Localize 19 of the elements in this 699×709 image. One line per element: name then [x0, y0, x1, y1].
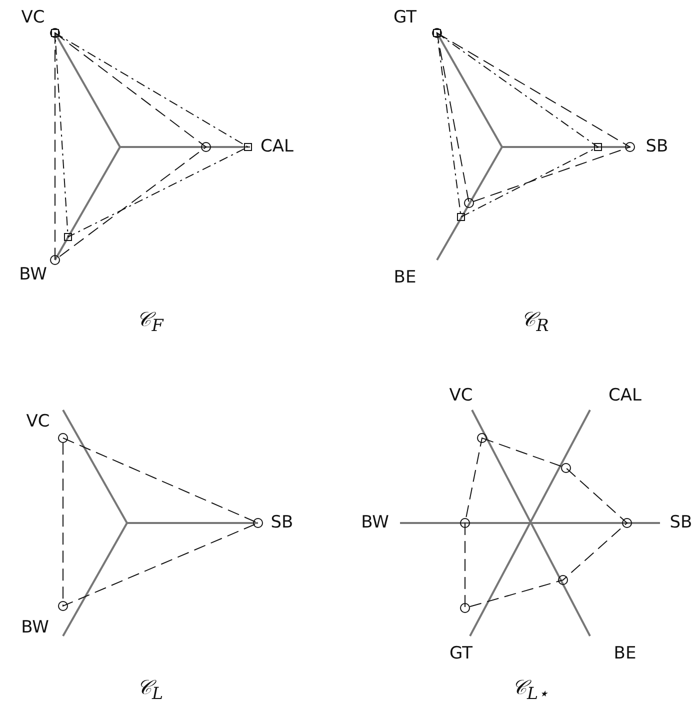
axis-label: SB: [670, 514, 692, 532]
axis-label: VC: [449, 388, 473, 404]
axis-label: VC: [26, 414, 50, 430]
axis-label: VC: [21, 10, 45, 26]
axis-label: SB: [646, 138, 668, 156]
axis-label: BW: [361, 514, 389, 532]
axis-label: BW: [19, 266, 47, 284]
chart-caption: 𝒞$_{L⋆}$: [512, 677, 548, 703]
axis-label: CAL: [608, 388, 642, 404]
axis-label: SB: [270, 514, 294, 532]
axis-label: GT: [394, 10, 416, 26]
axis-label: BE: [614, 646, 636, 662]
axis-label: BE: [394, 270, 416, 286]
chart-caption: 𝒞$_{R}$: [521, 309, 549, 335]
chart-caption: 𝒞$_{F}$: [136, 309, 164, 335]
axis-label: BW: [21, 620, 49, 636]
axis-label: GT: [450, 646, 472, 662]
chart-caption: 𝒞$_{L}$: [136, 677, 164, 703]
axis-label: CAL: [260, 138, 294, 156]
